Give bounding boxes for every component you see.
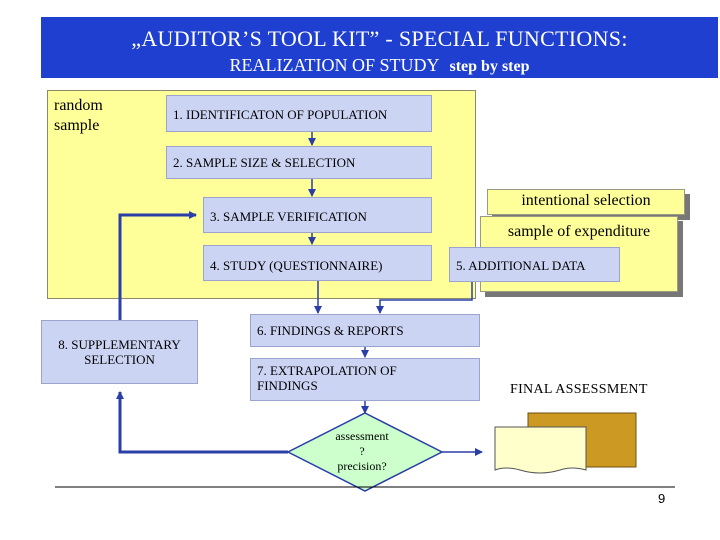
step-6-box: 6. FINDINGS & REPORTS bbox=[250, 314, 480, 347]
step-6-label: 6. FINDINGS & REPORTS bbox=[257, 323, 404, 338]
step-4-label: 4. STUDY (QUESTIONNAIRE) bbox=[210, 258, 383, 273]
title-banner: „AUDITOR’S TOOL KIT” - SPECIAL FUNCTIONS… bbox=[41, 17, 718, 78]
final-report-document-icon bbox=[494, 426, 587, 474]
final-assessment-label: FINAL ASSESSMENT bbox=[510, 382, 648, 397]
side-label-line2: sample bbox=[54, 117, 100, 134]
step-7-line1: 7. EXTRAPOLATION OF bbox=[257, 363, 397, 378]
arrow-8-to-3 bbox=[118, 211, 197, 320]
step-1-box: 1. IDENTIFICATON OF POPULATION bbox=[166, 95, 432, 132]
decision-line1: assessment bbox=[335, 429, 389, 443]
precision-decision-diamond bbox=[286, 412, 444, 492]
page-subtitle: REALIZATION OF STUDY step by step bbox=[41, 55, 718, 76]
side-label-line1: random bbox=[54, 97, 103, 114]
subtitle-main: REALIZATION OF STUDY bbox=[229, 55, 440, 75]
intentional-selection-card: intentional selection bbox=[487, 189, 685, 215]
step-2-label: 2. SAMPLE SIZE & SELECTION bbox=[173, 155, 356, 170]
intentional-selection-text: intentional selection bbox=[521, 192, 651, 209]
decision-line2: ? bbox=[359, 444, 365, 458]
decision-line3: precision? bbox=[337, 459, 387, 473]
decision-text: assessment ? precision? bbox=[322, 429, 402, 474]
page-title: „AUDITOR’S TOOL KIT” - SPECIAL FUNCTIONS… bbox=[131, 26, 628, 51]
step-1-label: 1. IDENTIFICATON OF POPULATION bbox=[173, 107, 388, 122]
step-2-box: 2. SAMPLE SIZE & SELECTION bbox=[166, 146, 432, 179]
step-5-box: 5. ADDITIONAL DATA bbox=[449, 247, 620, 282]
arrow-decision-to-8 bbox=[116, 391, 288, 454]
subtitle-suffix: step by step bbox=[449, 58, 530, 75]
step-3-label: 3. SAMPLE VERIFICATION bbox=[210, 209, 367, 224]
arrow-5-to-6 bbox=[376, 282, 473, 314]
step-7-line2: FINDINGS bbox=[257, 378, 318, 393]
step-4-box: 4. STUDY (QUESTIONNAIRE) bbox=[203, 245, 432, 281]
random-sample-label: random sample bbox=[54, 96, 103, 136]
step-8-line2: SELECTION bbox=[84, 352, 155, 367]
step-3-box: 3. SAMPLE VERIFICATION bbox=[203, 197, 432, 233]
step-5-label: 5. ADDITIONAL DATA bbox=[456, 258, 586, 273]
step-8-line1: 8. SUPPLEMENTARY bbox=[58, 337, 181, 352]
page-number: 9 bbox=[658, 491, 666, 506]
sample-of-expenditure-text: sample of expenditure bbox=[507, 223, 651, 240]
